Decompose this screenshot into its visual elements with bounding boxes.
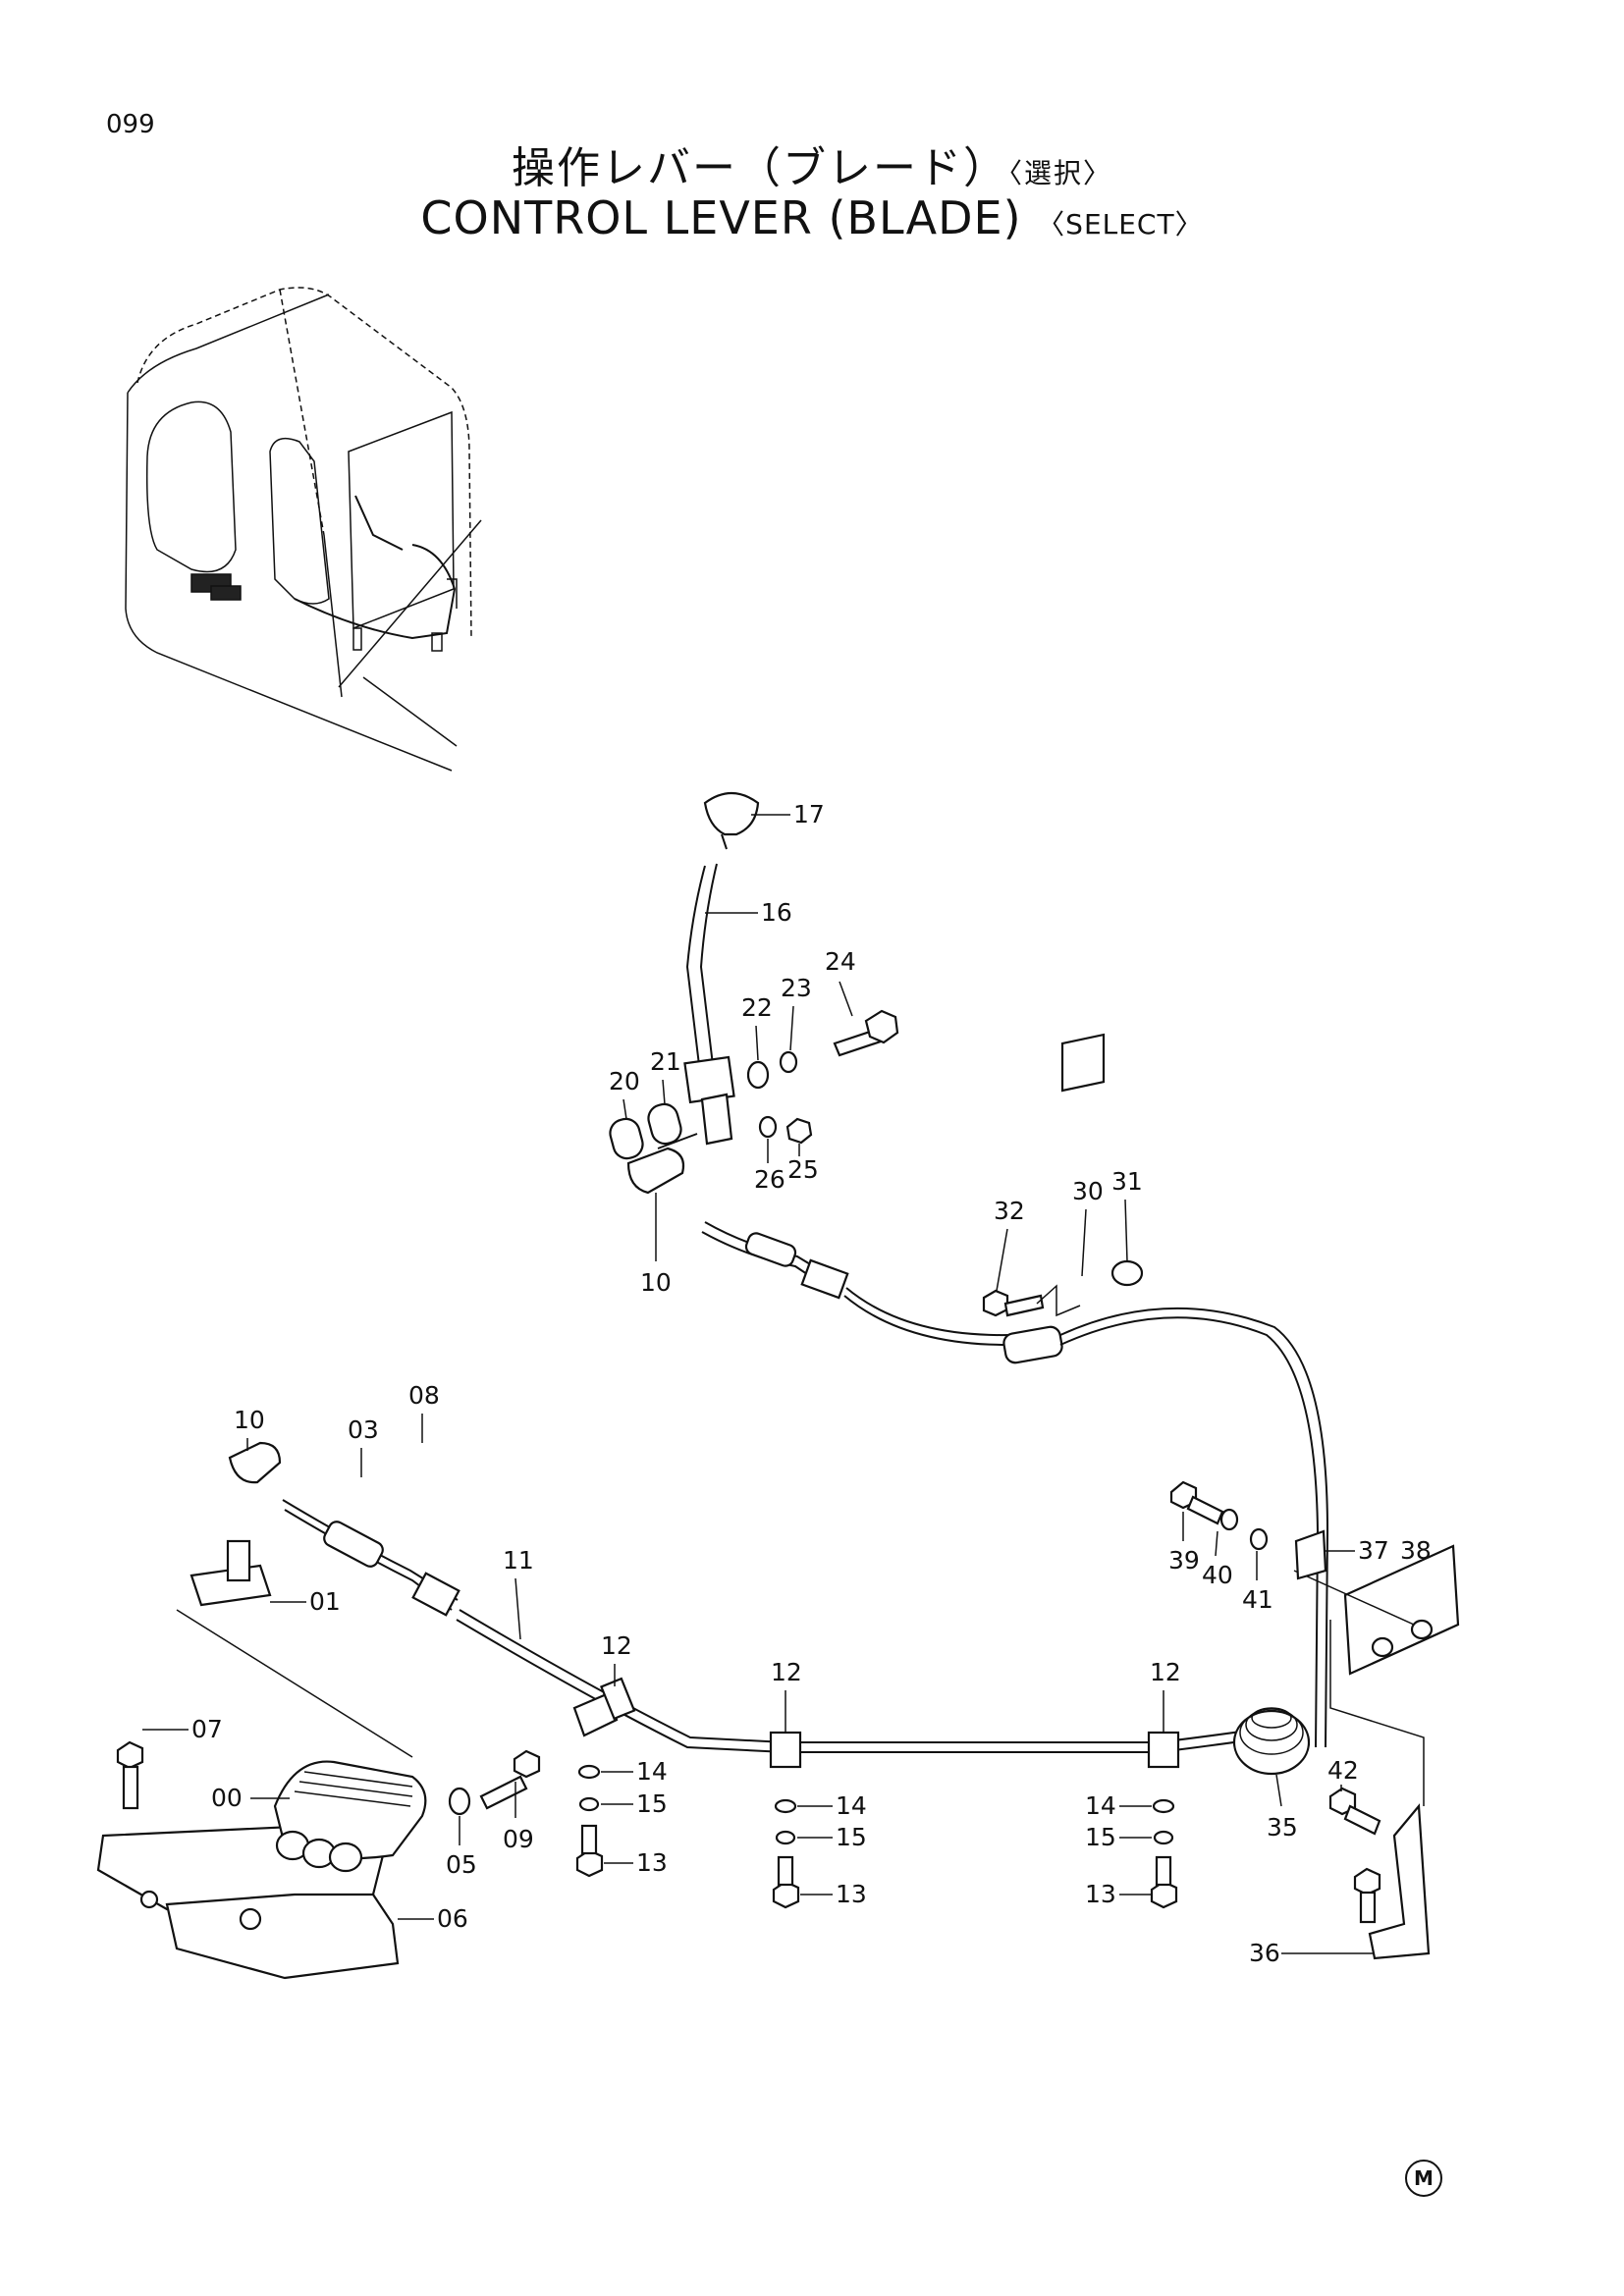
callout-13a: 13 xyxy=(636,1848,668,1877)
callout-31: 31 xyxy=(1111,1167,1143,1196)
bracket-36 xyxy=(1368,1803,1431,1960)
callout-09: 09 xyxy=(503,1825,534,1853)
clamp-12c xyxy=(1147,1731,1180,1769)
elbow-10-upper xyxy=(626,1147,685,1195)
clamp-37 xyxy=(1294,1529,1327,1580)
title-en-tag: 〈SELECT〉 xyxy=(1037,208,1204,240)
coil-35 xyxy=(1232,1707,1311,1776)
lever-assembly xyxy=(609,791,1329,1748)
callout-03: 03 xyxy=(348,1415,379,1444)
callout-07: 07 xyxy=(191,1715,223,1743)
callout-39: 39 xyxy=(1168,1546,1200,1575)
maker-mark: M xyxy=(1405,2160,1442,2197)
title-jp-text: 操作レバー（ブレード） xyxy=(511,143,1008,193)
callout-17: 17 xyxy=(793,800,825,828)
callout-30: 30 xyxy=(1072,1177,1104,1205)
bracket-06 xyxy=(165,1893,400,1980)
callout-37: 37 xyxy=(1358,1536,1389,1565)
bracket-38 xyxy=(1343,1544,1460,1676)
callout-40: 40 xyxy=(1202,1561,1233,1589)
callout-23: 23 xyxy=(781,974,812,1002)
callout-00: 00 xyxy=(211,1784,243,1812)
cab-overview-sketch xyxy=(125,287,482,772)
callout-05: 05 xyxy=(446,1850,477,1879)
callout-15b: 15 xyxy=(836,1823,867,1851)
callout-25: 25 xyxy=(787,1155,819,1184)
callout-13b: 13 xyxy=(836,1880,867,1908)
callout-32: 32 xyxy=(994,1197,1025,1225)
control-valve-base xyxy=(96,1609,541,1980)
title-jp-tag: 〈選択〉 xyxy=(1007,157,1112,189)
callout-41: 41 xyxy=(1242,1585,1273,1614)
clamp-12b xyxy=(769,1731,802,1769)
callout-35: 35 xyxy=(1267,1813,1298,1842)
callout-20: 20 xyxy=(609,1067,640,1095)
callout-11: 11 xyxy=(503,1546,534,1575)
callout-15c: 15 xyxy=(1085,1823,1116,1851)
callout-21: 21 xyxy=(650,1047,681,1076)
callout-14a: 14 xyxy=(636,1757,668,1786)
callout-12a: 12 xyxy=(601,1631,632,1660)
callout-42: 42 xyxy=(1327,1756,1359,1785)
callout-38: 38 xyxy=(1400,1536,1432,1565)
callout-26: 26 xyxy=(754,1165,785,1194)
title-english: CONTROL LEVER (BLADE) 〈SELECT〉 xyxy=(0,191,1624,244)
callout-08: 08 xyxy=(408,1381,440,1410)
callout-06: 06 xyxy=(437,1904,468,1933)
callout-10-lower: 10 xyxy=(234,1406,265,1434)
callout-16: 16 xyxy=(761,898,792,927)
callout-24: 24 xyxy=(825,947,856,976)
page-number: 099 xyxy=(106,110,155,139)
callout-13c: 13 xyxy=(1085,1880,1116,1908)
callout-12b: 12 xyxy=(771,1658,802,1686)
callout-14c: 14 xyxy=(1085,1791,1116,1820)
title-en-text: CONTROL LEVER (BLADE) xyxy=(420,191,1022,244)
callout-36: 36 xyxy=(1249,1939,1280,1967)
callout-12c: 12 xyxy=(1150,1658,1181,1686)
title-japanese: 操作レバー（ブレード）〈選択〉 xyxy=(0,133,1624,195)
callout-labels: 17 16 24 22 23 20 21 26 25 10 32 30 31 1… xyxy=(142,800,1432,1967)
callout-22: 22 xyxy=(741,993,773,1022)
lower-cable-assembly xyxy=(189,1441,1460,1960)
callout-15a: 15 xyxy=(636,1789,668,1818)
callout-14b: 14 xyxy=(836,1791,867,1820)
callout-10-upper: 10 xyxy=(640,1268,672,1297)
elbow-10-lower xyxy=(228,1441,282,1484)
knob-17 xyxy=(703,791,760,836)
callout-01: 01 xyxy=(309,1587,341,1616)
clamp-12a xyxy=(572,1677,636,1737)
